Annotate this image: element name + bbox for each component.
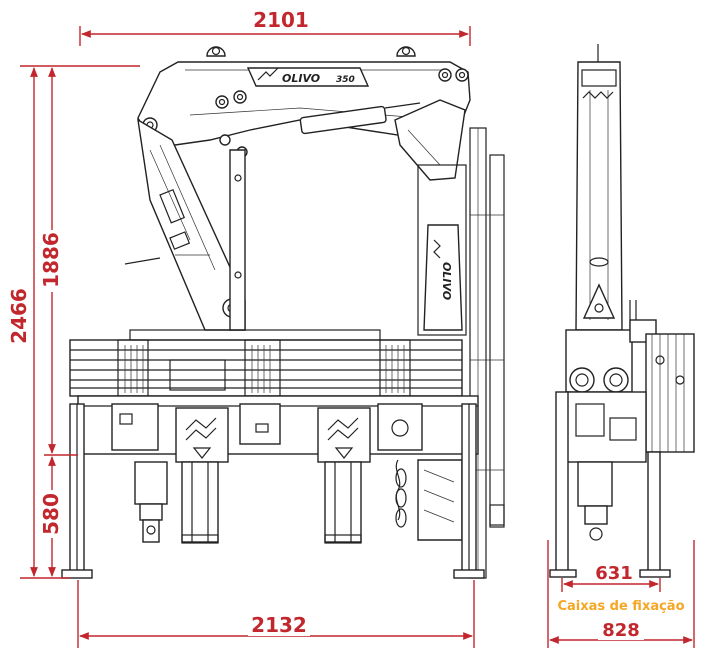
- boom-link-arm: [394, 99, 466, 181]
- control-valve-bank: [69, 329, 463, 397]
- dimension-total-height: 2466: [6, 65, 140, 579]
- outer-leg-left: [61, 403, 93, 579]
- boom-hydraulic-cylinder: [299, 102, 421, 135]
- side-column: [575, 61, 623, 331]
- stabilizer-leg-a: [181, 461, 219, 544]
- dimension-lower-height: 580: [39, 456, 63, 577]
- dim-side-outer-label: 828: [602, 620, 640, 641]
- crane-column: [124, 118, 246, 331]
- side-leg-right: [639, 451, 671, 578]
- dim-top-width-label: 2101: [253, 8, 309, 32]
- dim-base-width-label: 2132: [251, 613, 307, 637]
- side-valve-block: [645, 333, 695, 453]
- stabilizer-leg-b: [324, 461, 362, 544]
- boom-brand-plate: OLIVO 350: [246, 67, 370, 87]
- lifting-eye-left: [206, 46, 226, 57]
- dim-total-height-label: 2466: [7, 288, 31, 344]
- base-frame: [77, 395, 479, 463]
- stabilizer-housing-right: [317, 407, 371, 463]
- dim-lower-height-label: 580: [39, 493, 63, 535]
- fixing-boxes-note: Caixas de fixação: [557, 599, 684, 614]
- side-base: [565, 391, 647, 541]
- stabilizer-housing-left: [175, 407, 229, 463]
- vertical-tube: OLIVO: [417, 164, 467, 336]
- lifting-eye-right: [396, 46, 416, 57]
- dimension-upper-height: 1886: [39, 67, 78, 456]
- side-view: [549, 44, 695, 578]
- boom-model-text: 350: [336, 75, 355, 85]
- dimension-top-width: 2101: [79, 8, 471, 46]
- dim-side-inner-label: 631: [595, 563, 633, 584]
- boom-brand-text: OLIVO: [282, 72, 320, 85]
- outer-leg-right: [453, 403, 485, 579]
- dim-upper-height-label: 1886: [39, 232, 63, 288]
- dimension-side-inner: 631: [561, 562, 661, 592]
- side-leg-left: [549, 391, 577, 578]
- front-view: OLIVO 350: [61, 46, 505, 579]
- dimension-side-outer: 828: [547, 540, 695, 648]
- vertical-brand-text: OLIVO: [440, 262, 453, 300]
- hook-and-chain: [395, 459, 463, 541]
- dimension-base-width: 2132: [77, 580, 475, 648]
- hydraulic-pump: [134, 461, 168, 543]
